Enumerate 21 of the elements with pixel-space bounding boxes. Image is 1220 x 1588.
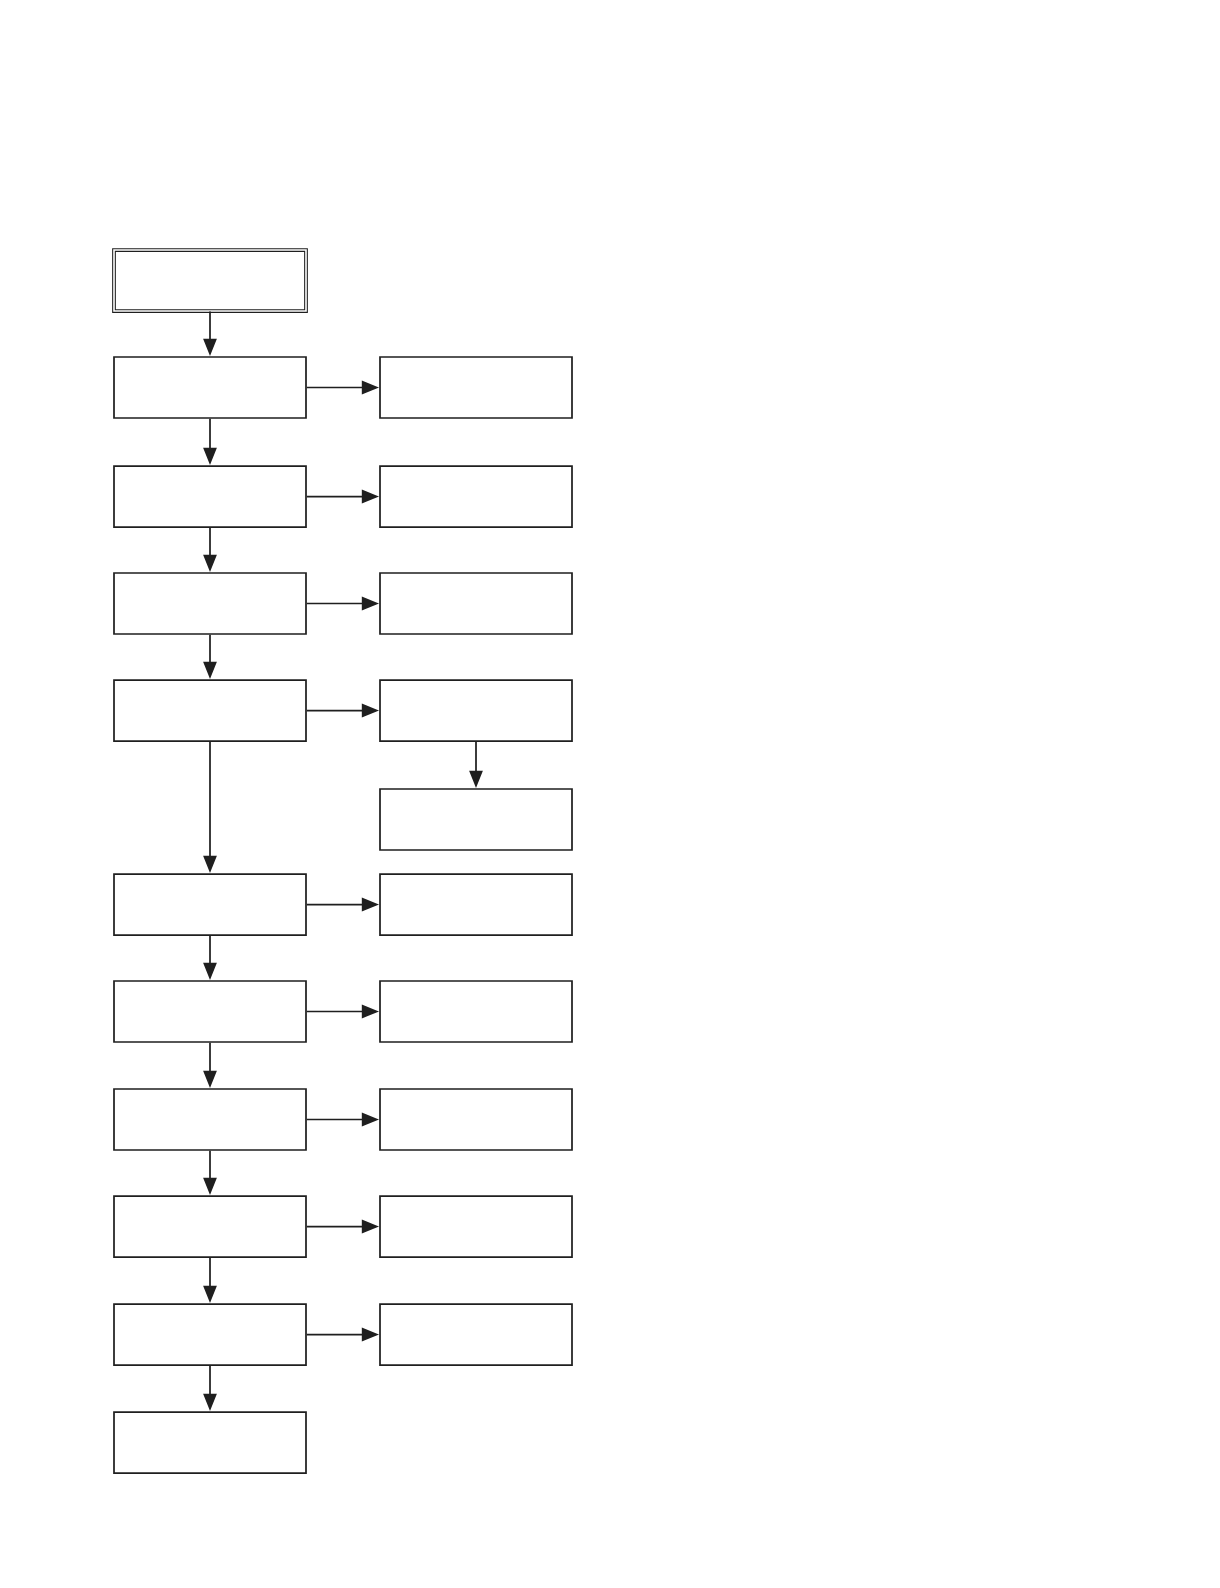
process-box xyxy=(113,1303,307,1366)
process-box xyxy=(113,465,307,528)
process-box xyxy=(113,679,307,742)
process-box xyxy=(379,1088,573,1151)
process-box xyxy=(113,356,307,419)
process-box xyxy=(379,873,573,936)
process-box xyxy=(379,1303,573,1366)
process-box xyxy=(379,1195,573,1258)
process-box xyxy=(379,980,573,1043)
process-box xyxy=(113,572,307,635)
process-box xyxy=(113,1088,307,1151)
process-box xyxy=(113,1411,307,1474)
process-box xyxy=(379,572,573,635)
process-box xyxy=(113,1195,307,1258)
process-box xyxy=(379,356,573,419)
process-box xyxy=(113,873,307,936)
start-box xyxy=(112,248,308,313)
process-box xyxy=(113,980,307,1043)
process-box xyxy=(379,788,573,851)
process-box xyxy=(379,465,573,528)
process-box xyxy=(379,679,573,742)
